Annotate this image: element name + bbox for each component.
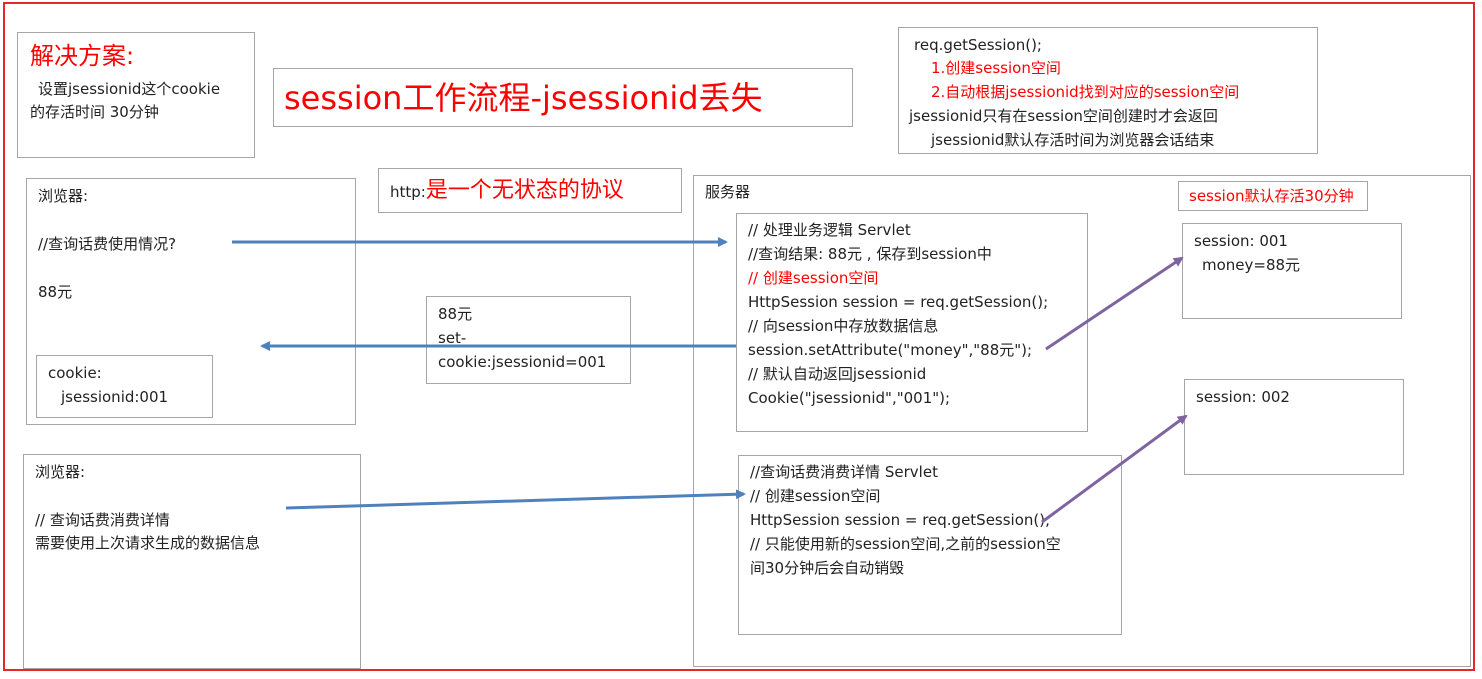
outer-frame <box>3 2 1475 671</box>
servlet-1-line-5: // 向session中存放数据信息 <box>748 317 939 335</box>
servlet-2-line-1: //查询话费消费详情 Servlet <box>750 463 938 481</box>
servlet-1-line-1: // 处理业务逻辑 Servlet <box>748 221 911 239</box>
protocol-text: 是一个无状态的协议 <box>425 178 624 203</box>
solution-heading: 解决方案: <box>30 42 135 70</box>
browser-1-result: 88元 <box>38 283 73 301</box>
cookie-box: cookie: jsessionid:001 <box>36 355 213 418</box>
session-box-001: session: 001 money=88元 <box>1182 223 1402 319</box>
notes-line-1: req.getSession(); <box>914 36 1042 54</box>
cookie-label: cookie: <box>48 364 102 382</box>
protocol-box: http:是一个无状态的协议 <box>378 168 682 213</box>
session-default-label: session默认存活30分钟 <box>1189 187 1354 205</box>
servlet-1-line-3: // 创建session空间 <box>748 269 879 287</box>
servlet-box-2: //查询话费消费详情 Servlet // 创建session空间 HttpSe… <box>738 455 1122 635</box>
servlet-2-line-4: // 只能使用新的session空间,之前的session空 <box>750 535 1061 553</box>
response-line-2: set- <box>438 329 467 347</box>
servlet-1-line-7: // 默认自动返回jsessionid <box>748 365 927 383</box>
notes-line-5: jsessionid默认存活时间为浏览器会话结束 <box>931 131 1215 149</box>
servlet-2-line-5: 间30分钟后会自动销毁 <box>750 559 905 577</box>
title-box: session工作流程-jsessionid丢失 <box>273 68 853 127</box>
session-001-id: session: 001 <box>1194 232 1288 250</box>
response-box: 88元 set- cookie:jsessionid=001 <box>426 296 631 384</box>
browser-box-2: 浏览器: // 查询话费消费详情 需要使用上次请求生成的数据信息 <box>23 454 361 669</box>
notes-line-2: 1.创建session空间 <box>931 59 1061 77</box>
servlet-2-line-3: HttpSession session = req.getSession(); <box>750 511 1051 529</box>
session-002-id: session: 002 <box>1196 388 1290 406</box>
servlet-1-line-8: Cookie("jsessionid","001"); <box>748 389 951 407</box>
servlet-1-line-4: HttpSession session = req.getSession(); <box>748 293 1049 311</box>
session-box-002: session: 002 <box>1184 379 1404 475</box>
solution-line-1: 设置jsessionid这个cookie <box>38 80 221 98</box>
protocol-label: http:是一个无状态的协议 <box>390 179 624 204</box>
browser-2-note: 需要使用上次请求生成的数据信息 <box>35 534 261 552</box>
browser-1-query: //查询话费使用情况? <box>38 235 177 253</box>
session-001-money: money=88元 <box>1202 256 1301 274</box>
session-default-box: session默认存活30分钟 <box>1178 181 1368 211</box>
servlet-1-line-6: session.setAttribute("money","88元"); <box>748 341 1033 359</box>
notes-line-4: jsessionid只有在session空间创建时才会返回 <box>909 107 1218 125</box>
browser-2-query: // 查询话费消费详情 <box>35 511 170 529</box>
solution-box: 解决方案: 设置jsessionid这个cookie 的存活时间 30分钟 <box>17 32 255 158</box>
browser-box-1: 浏览器: //查询话费使用情况? 88元 cookie: jsessionid:… <box>26 178 356 425</box>
servlet-2-line-2: // 创建session空间 <box>750 487 881 505</box>
browser-1-title: 浏览器: <box>38 187 89 205</box>
server-title: 服务器 <box>705 183 751 201</box>
notes-box: req.getSession(); 1.创建session空间 2.自动根据js… <box>898 27 1318 154</box>
servlet-1-line-2: //查询结果: 88元 , 保存到session中 <box>748 245 992 263</box>
solution-line-2: 的存活时间 30分钟 <box>30 103 159 121</box>
response-line-3: cookie:jsessionid=001 <box>438 353 607 371</box>
browser-2-title: 浏览器: <box>35 463 86 481</box>
page-title: session工作流程-jsessionid丢失 <box>284 79 763 117</box>
notes-line-3: 2.自动根据jsessionid找到对应的session空间 <box>931 83 1240 101</box>
servlet-box-1: // 处理业务逻辑 Servlet //查询结果: 88元 , 保存到sessi… <box>736 213 1088 432</box>
response-line-1: 88元 <box>438 305 473 323</box>
cookie-value: jsessionid:001 <box>61 388 169 406</box>
protocol-prefix: http: <box>390 183 426 201</box>
